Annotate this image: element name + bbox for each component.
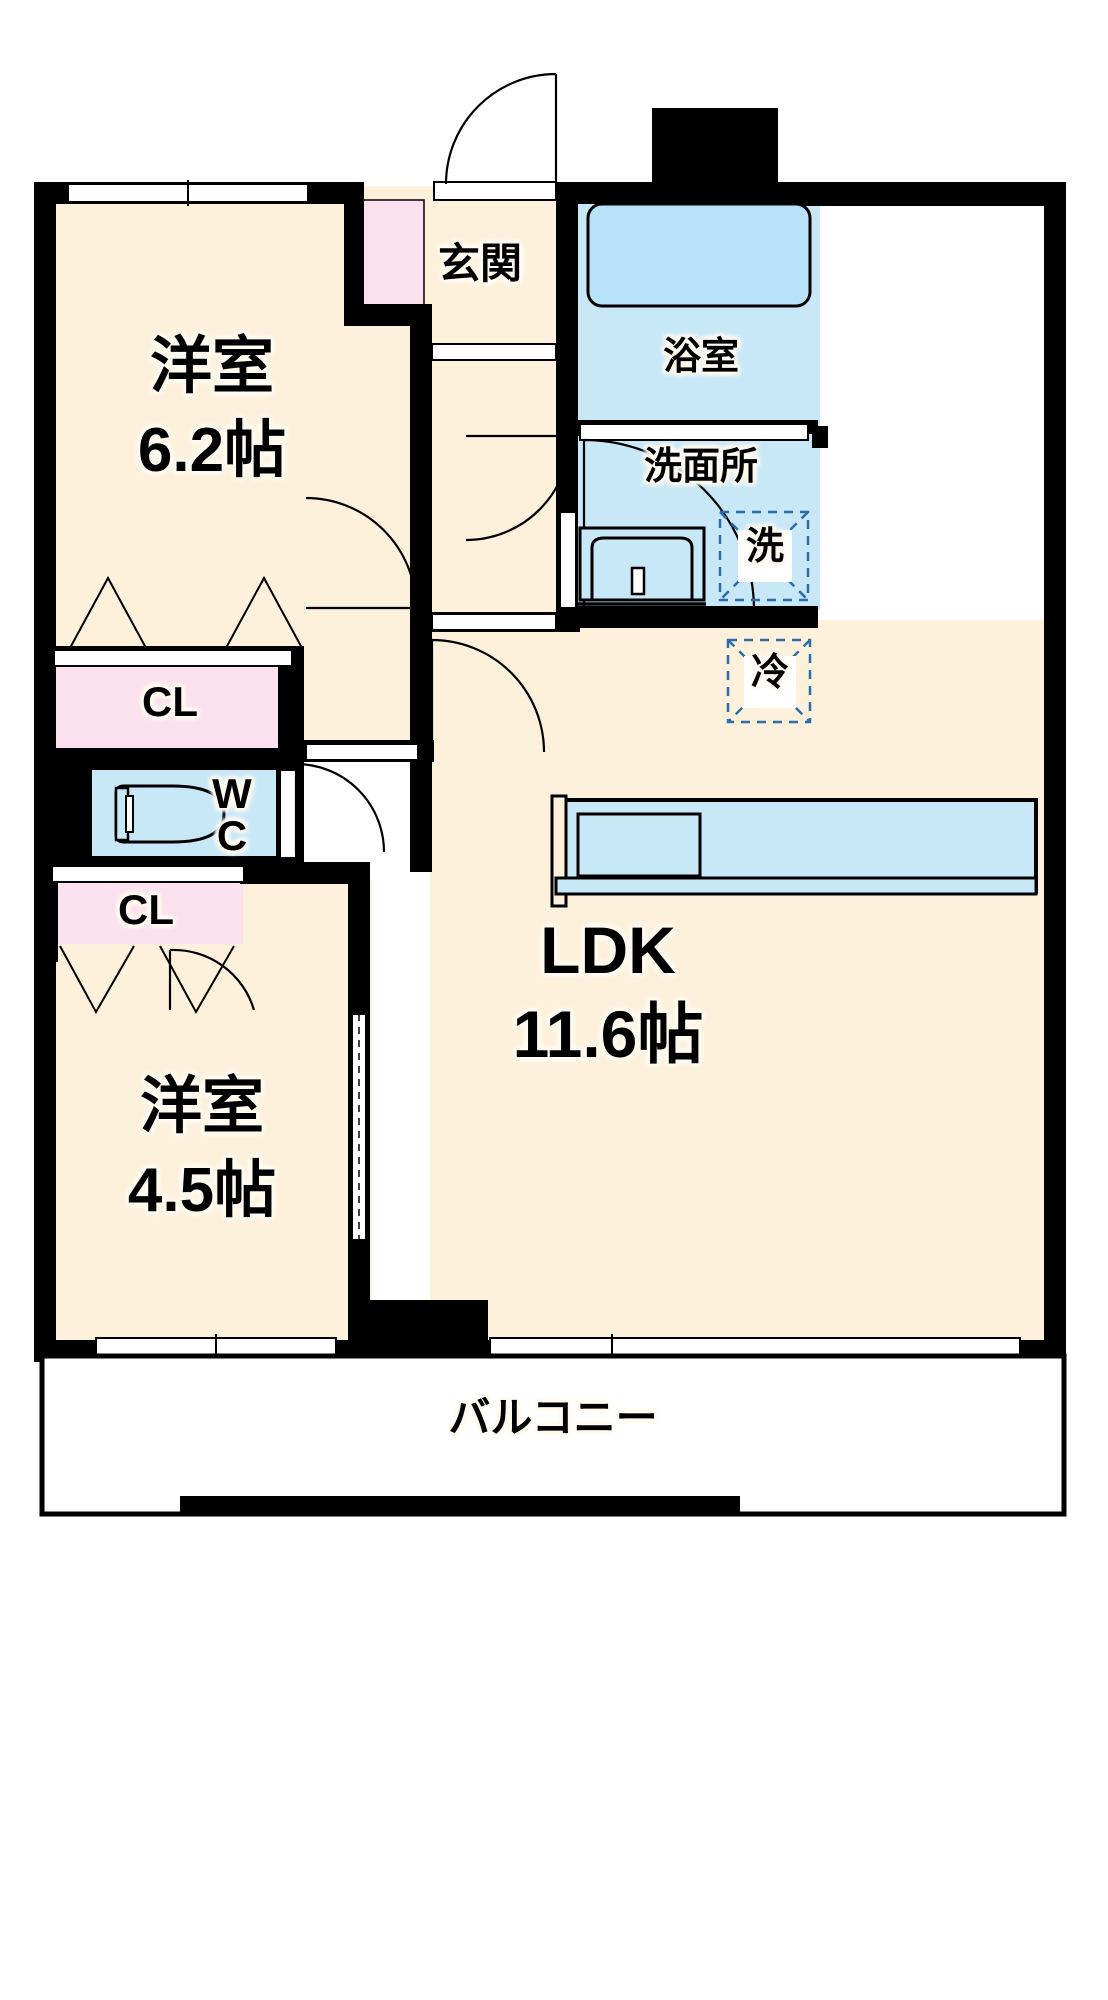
- washbasin-icon: [578, 526, 706, 606]
- toilet-icon: [114, 784, 226, 844]
- room-6-2-label: 洋室: [149, 332, 274, 401]
- washroom-label: 洗面所: [643, 446, 758, 488]
- closet-upper-label: CL: [142, 678, 198, 725]
- bathtub-icon: [586, 202, 812, 308]
- closet-door-marks: [59, 575, 303, 1015]
- washer-label-bg: [738, 530, 792, 582]
- balcony-label: バルコニー: [448, 1394, 658, 1441]
- wc-label-w: W: [212, 770, 252, 817]
- balcony-group: [39, 1353, 1067, 1517]
- floor-closet-lower: [48, 882, 243, 944]
- room-4-5-label: 洋室: [139, 1072, 264, 1141]
- genkan-label: 玄関: [437, 240, 522, 287]
- floor-closet-upper: [48, 662, 292, 750]
- room-6-2-size: 6.2帖: [137, 416, 287, 485]
- windows-group: [51, 180, 1021, 1360]
- ldk-size: 11.6帖: [512, 997, 704, 1071]
- ldk-label: LDK: [540, 913, 676, 987]
- fridge-label-bg: [744, 656, 796, 708]
- room-4-5-size: 4.5帖: [127, 1156, 277, 1225]
- wc-label-c: C: [216, 812, 248, 859]
- appliance-boxes: [718, 510, 812, 724]
- fridge-label: 冷: [750, 652, 789, 694]
- closet-lower-label: CL: [118, 886, 174, 933]
- bathroom-label: 浴室: [662, 336, 739, 378]
- floor-ldk: [430, 620, 1066, 1340]
- kitchen-counter-icon: [550, 794, 1038, 908]
- washer-label: 洗: [745, 526, 784, 568]
